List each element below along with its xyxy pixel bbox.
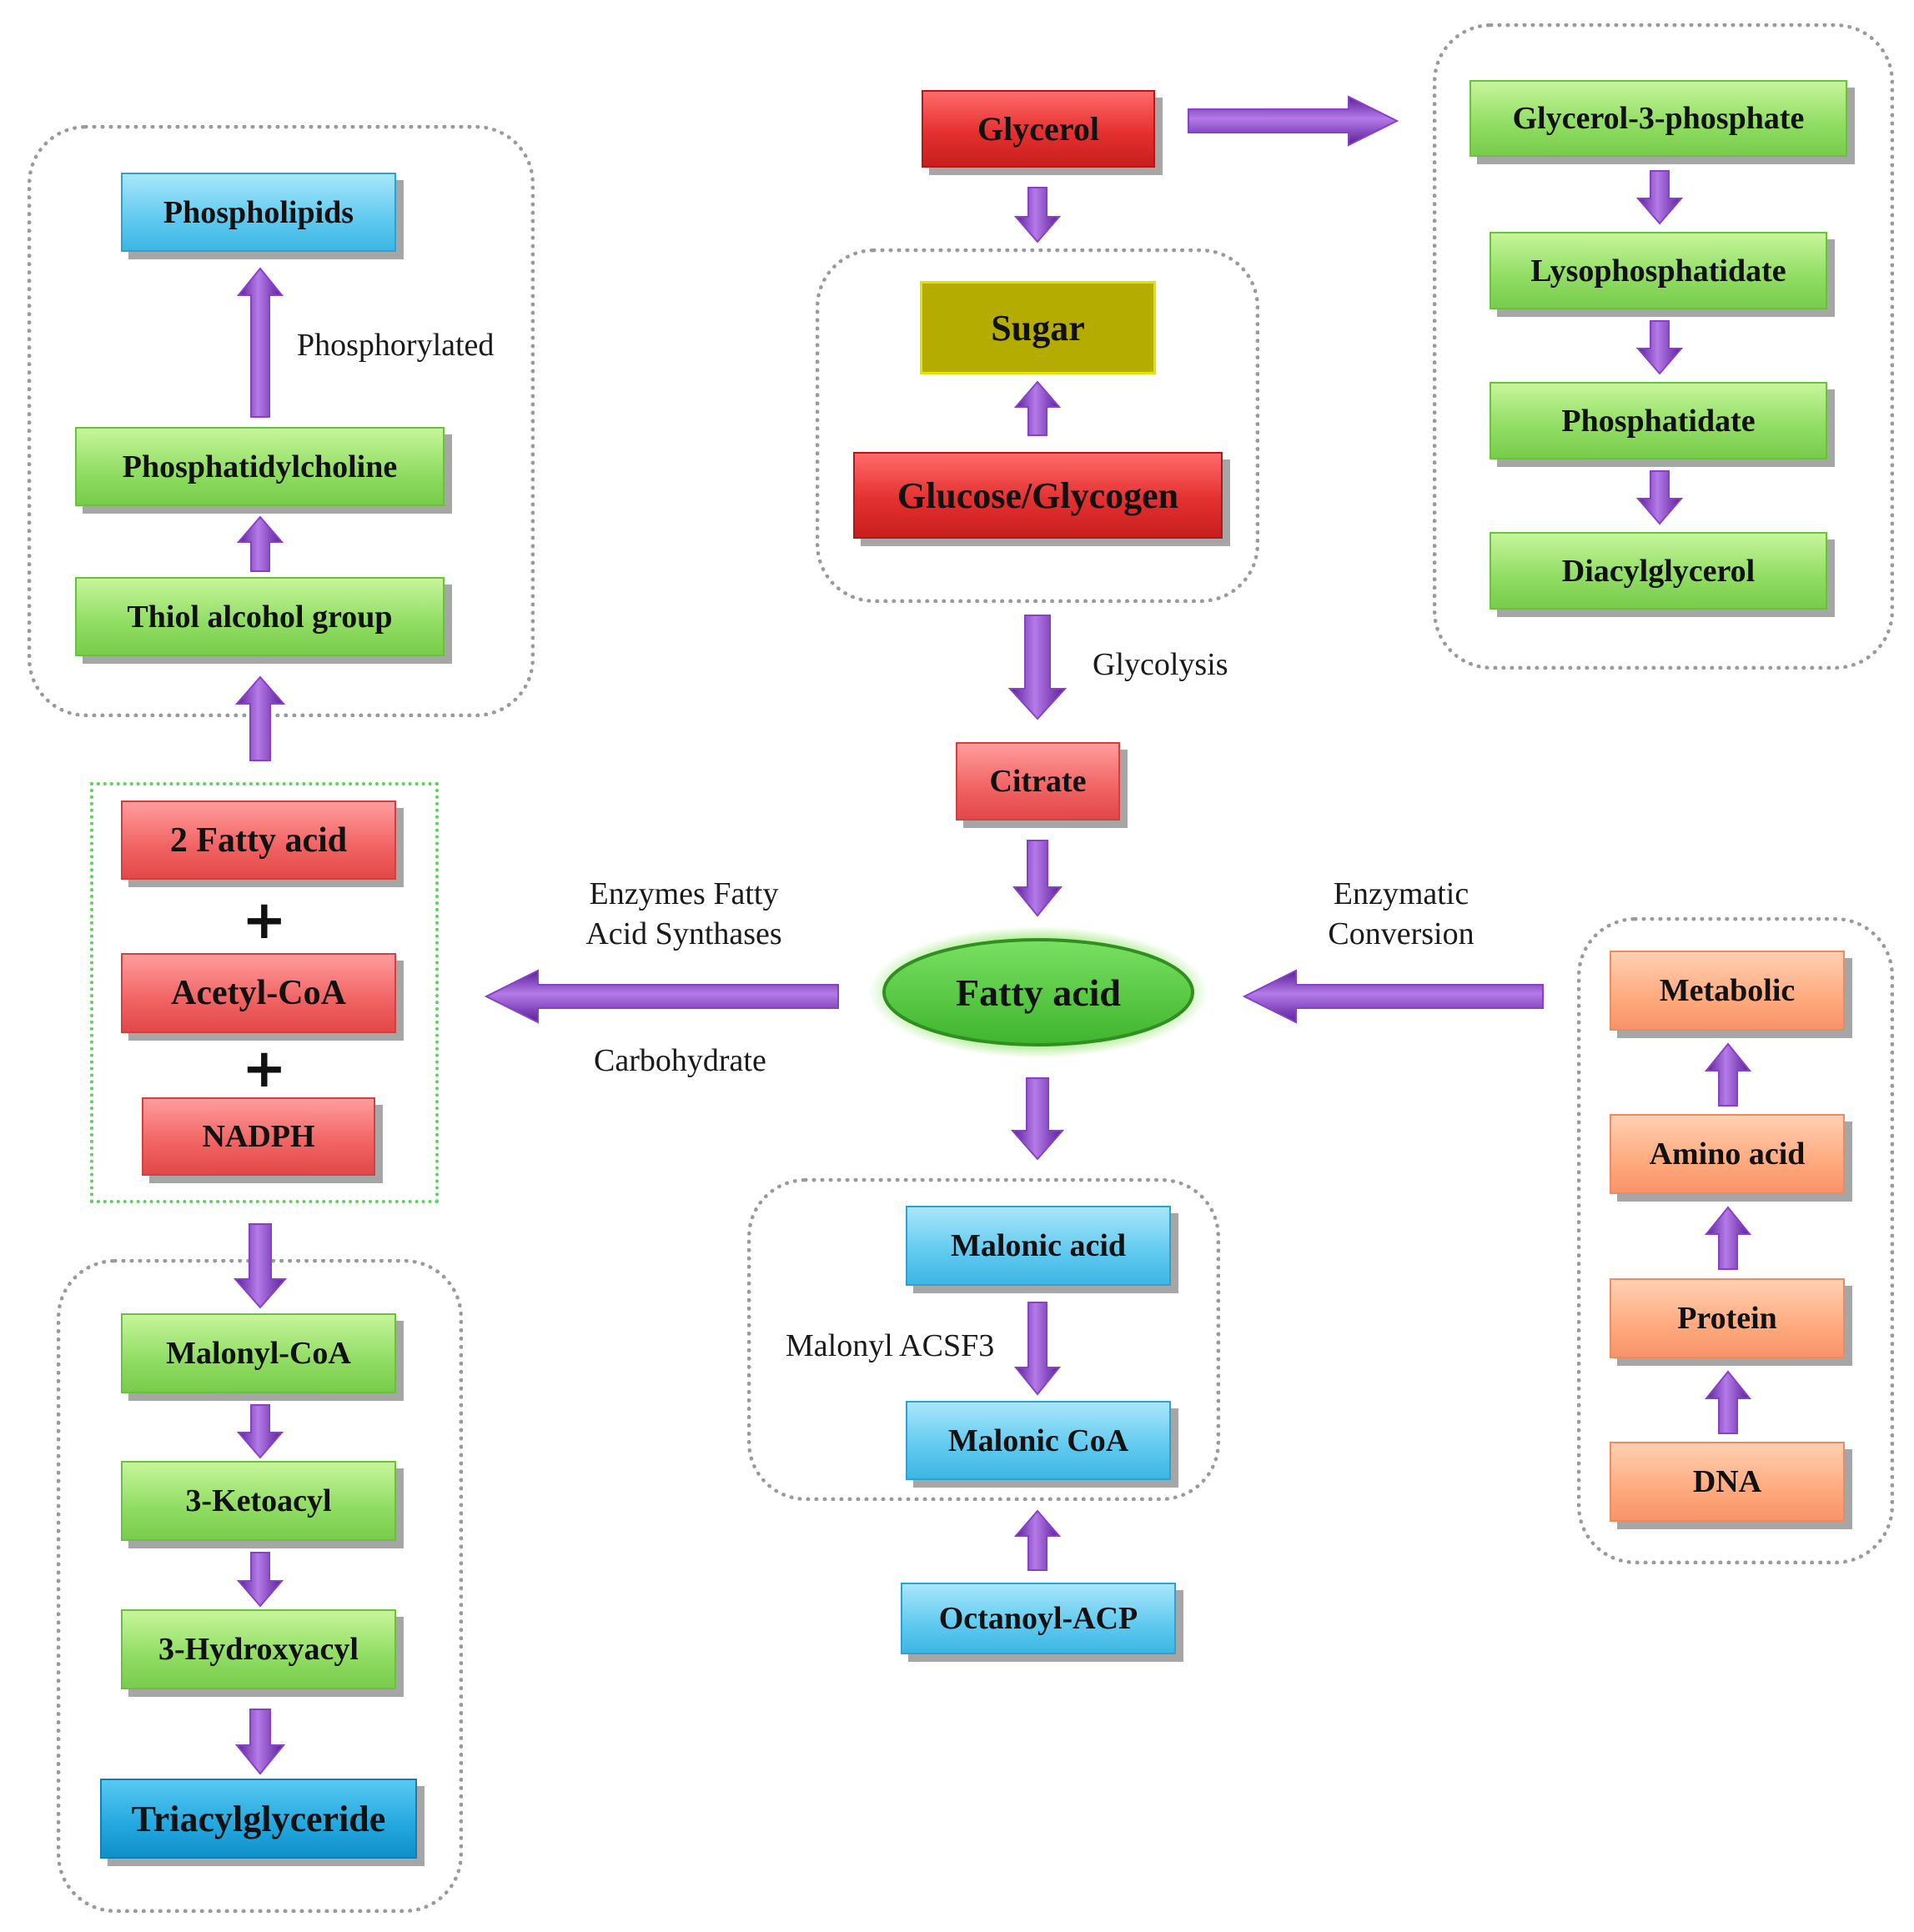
node-dna: DNA	[1610, 1442, 1845, 1522]
arrow-inputs-to-malonyl-coa	[233, 1223, 288, 1309]
arrow-3-hydroxyacyl-to-triacylglyceride	[234, 1709, 286, 1775]
node-protein: Protein	[1610, 1278, 1845, 1358]
label-enzymatic-line1: Enzymatic	[1333, 876, 1469, 911]
arrow-lysophosphatidate-to-phosphatidate	[1635, 320, 1684, 375]
group-phospholipid	[28, 125, 535, 717]
node-phospholipids: Phospholipids	[121, 173, 396, 252]
arrow-malonic-acid-to-malonic-coa	[1013, 1302, 1062, 1396]
arrow-protein-to-amino-acid	[1704, 1206, 1752, 1270]
node-malonic-coa: Malonic CoA	[906, 1401, 1171, 1480]
fatty-acid-ellipse	[868, 926, 1208, 1058]
label-enzymes-fatty-acid-synthases: Enzymes Fatty Acid Synthases	[550, 874, 817, 954]
arrow-octanoyl-to-malonic-group	[1013, 1509, 1062, 1571]
label-enzymes-line1: Enzymes Fatty	[589, 876, 779, 911]
group-glycerol-phosphate	[1433, 23, 1894, 670]
node-3-ketoacyl: 3-Ketoacyl	[121, 1461, 396, 1541]
node-malonic-acid: Malonic acid	[906, 1206, 1171, 1286]
arrow-amino-acid-to-metabolic	[1704, 1042, 1752, 1107]
node-glucose-glycogen: Glucose/Glycogen	[853, 452, 1223, 539]
node-thiol-alcohol-group: Thiol alcohol group	[75, 577, 445, 656]
group-fatty-acid-inputs	[90, 782, 439, 1203]
plus-sign-1: +	[242, 890, 287, 951]
arrow-dna-to-protein	[1704, 1370, 1752, 1434]
node-amino-acid: Amino acid	[1610, 1114, 1845, 1194]
label-phosphorylated: Phosphorylated	[297, 328, 495, 363]
arrow-3-ketoacyl-to-3-hydroxyacyl	[236, 1552, 284, 1608]
arrow-fatty-acid-to-inputs	[484, 969, 839, 1024]
node-phosphatidylcholine: Phosphatidylcholine	[75, 427, 445, 506]
node-lysophosphatidate: Lysophosphatidate	[1490, 232, 1827, 309]
arrow-glycerol-to-sugar	[1013, 187, 1062, 243]
node-2-fatty-acid: 2 Fatty acid	[121, 800, 396, 880]
node-citrate: Citrate	[956, 742, 1120, 820]
node-acetyl-coa: Acetyl-CoA	[121, 953, 396, 1033]
label-carbohydrate: Carbohydrate	[594, 1043, 766, 1078]
node-metabolic: Metabolic	[1610, 951, 1845, 1031]
arrow-fatty-acid-to-malonic	[1010, 1077, 1065, 1161]
node-sugar: Sugar	[920, 281, 1156, 374]
plus-sign-2: +	[242, 1038, 287, 1100]
label-glycolysis: Glycolysis	[1093, 647, 1228, 682]
arrow-sugar-group-to-citrate	[1007, 615, 1068, 720]
arrow-glycerol-to-glycerol-3-phosphate	[1188, 95, 1399, 147]
arrow-inputs-to-thiol-group	[234, 675, 286, 761]
node-malonyl-coa: Malonyl-CoA	[121, 1313, 396, 1393]
group-malonic	[747, 1178, 1220, 1501]
node-fatty-acid: Fatty acid	[867, 926, 1209, 1059]
node-nadph: NADPH	[142, 1097, 375, 1176]
node-diacylglycerol: Diacylglycerol	[1490, 532, 1827, 610]
arrow-glucose-to-sugar	[1013, 380, 1062, 436]
arrow-metabolic-to-fatty-acid	[1242, 969, 1544, 1024]
group-sugar	[816, 248, 1259, 603]
node-glycerol: Glycerol	[922, 90, 1155, 168]
label-enzymatic-conversion: Enzymatic Conversion	[1301, 874, 1501, 954]
arrow-phosphatidylcholine-to-phospholipids	[236, 267, 284, 418]
node-glycerol-3-phosphate: Glycerol-3-phosphate	[1469, 80, 1847, 157]
arrow-citrate-to-fatty-acid	[1012, 840, 1063, 917]
node-octanoyl-acp: Octanoyl-ACP	[901, 1583, 1176, 1654]
fatty-acid-label: Fatty acid	[955, 971, 1121, 1014]
label-enzymes-line2: Acid Synthases	[585, 916, 782, 951]
group-metabolic	[1577, 917, 1894, 1564]
arrow-malonyl-coa-to-3-ketoacyl	[236, 1404, 284, 1459]
node-triacylglyceride: Triacylglyceride	[100, 1779, 417, 1859]
node-phosphatidate: Phosphatidate	[1490, 382, 1827, 459]
arrow-phosphatidate-to-diacylglycerol	[1635, 470, 1684, 525]
node-3-hydroxyacyl: 3-Hydroxyacyl	[121, 1609, 396, 1689]
arrow-g3p-to-lysophosphatidate	[1635, 170, 1684, 225]
label-malonyl-acsf3: Malonyl ACSF3	[786, 1328, 995, 1363]
arrow-thiol-to-phosphatidylcholine	[236, 515, 284, 572]
label-enzymatic-line2: Conversion	[1328, 916, 1474, 951]
